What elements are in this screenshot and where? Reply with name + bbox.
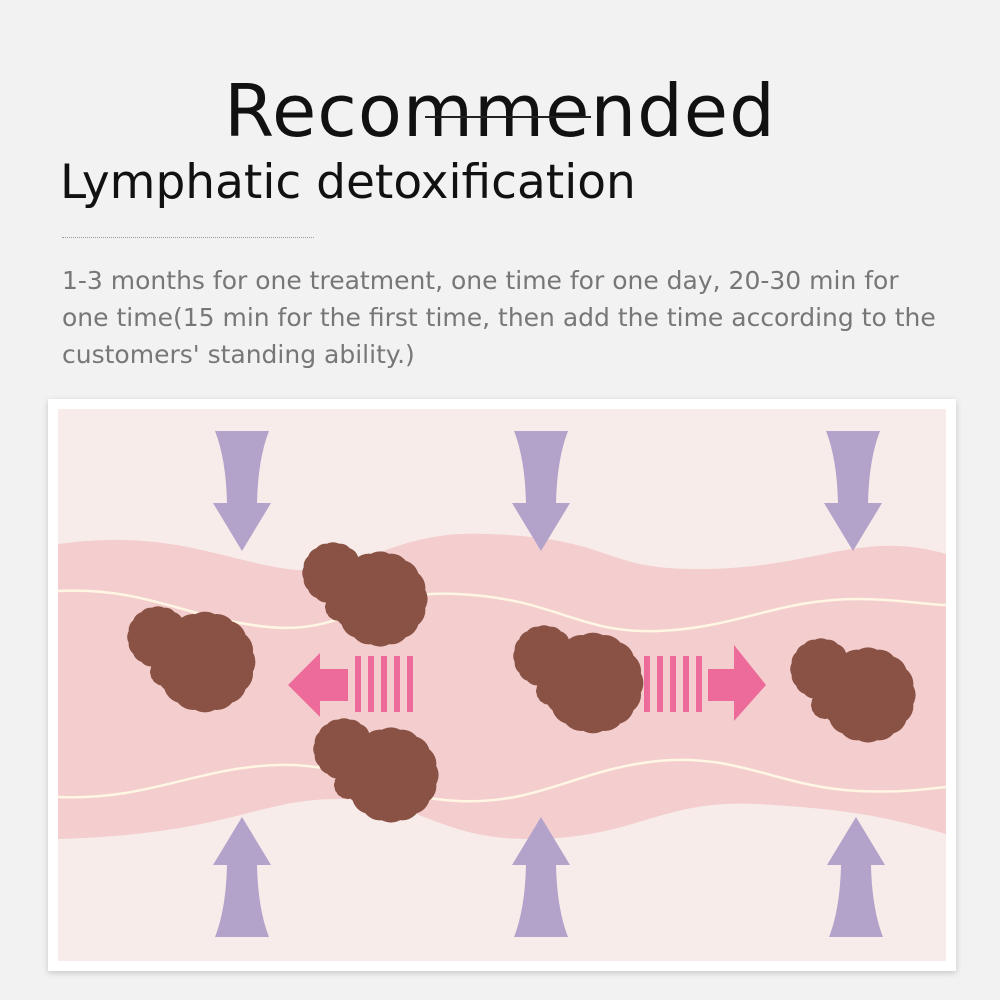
section-subtitle: Lymphatic detoxification	[60, 155, 636, 210]
treatment-description: 1-3 months for one treatment, one time f…	[62, 266, 936, 369]
virus-icon	[348, 567, 412, 631]
virus-icon	[339, 776, 358, 795]
virus-icon	[171, 628, 239, 696]
page-title: Recommended	[224, 69, 776, 154]
virus-icon	[559, 649, 627, 717]
vessel-wall-bottom	[58, 758, 946, 803]
flow-arrow-right-icon	[644, 645, 766, 721]
virus-icon	[541, 682, 560, 701]
flow-arrow-left-icon	[288, 653, 413, 717]
virus-icon	[155, 663, 174, 682]
title-underline	[425, 116, 591, 118]
lymphatic-illustration-frame	[48, 399, 956, 971]
virus-icon	[359, 743, 423, 807]
virus-icon	[836, 663, 900, 727]
dotted-divider	[62, 237, 314, 238]
virus-icon	[330, 598, 349, 617]
lymphatic-illustration	[58, 409, 946, 961]
virus-icon	[816, 696, 835, 715]
